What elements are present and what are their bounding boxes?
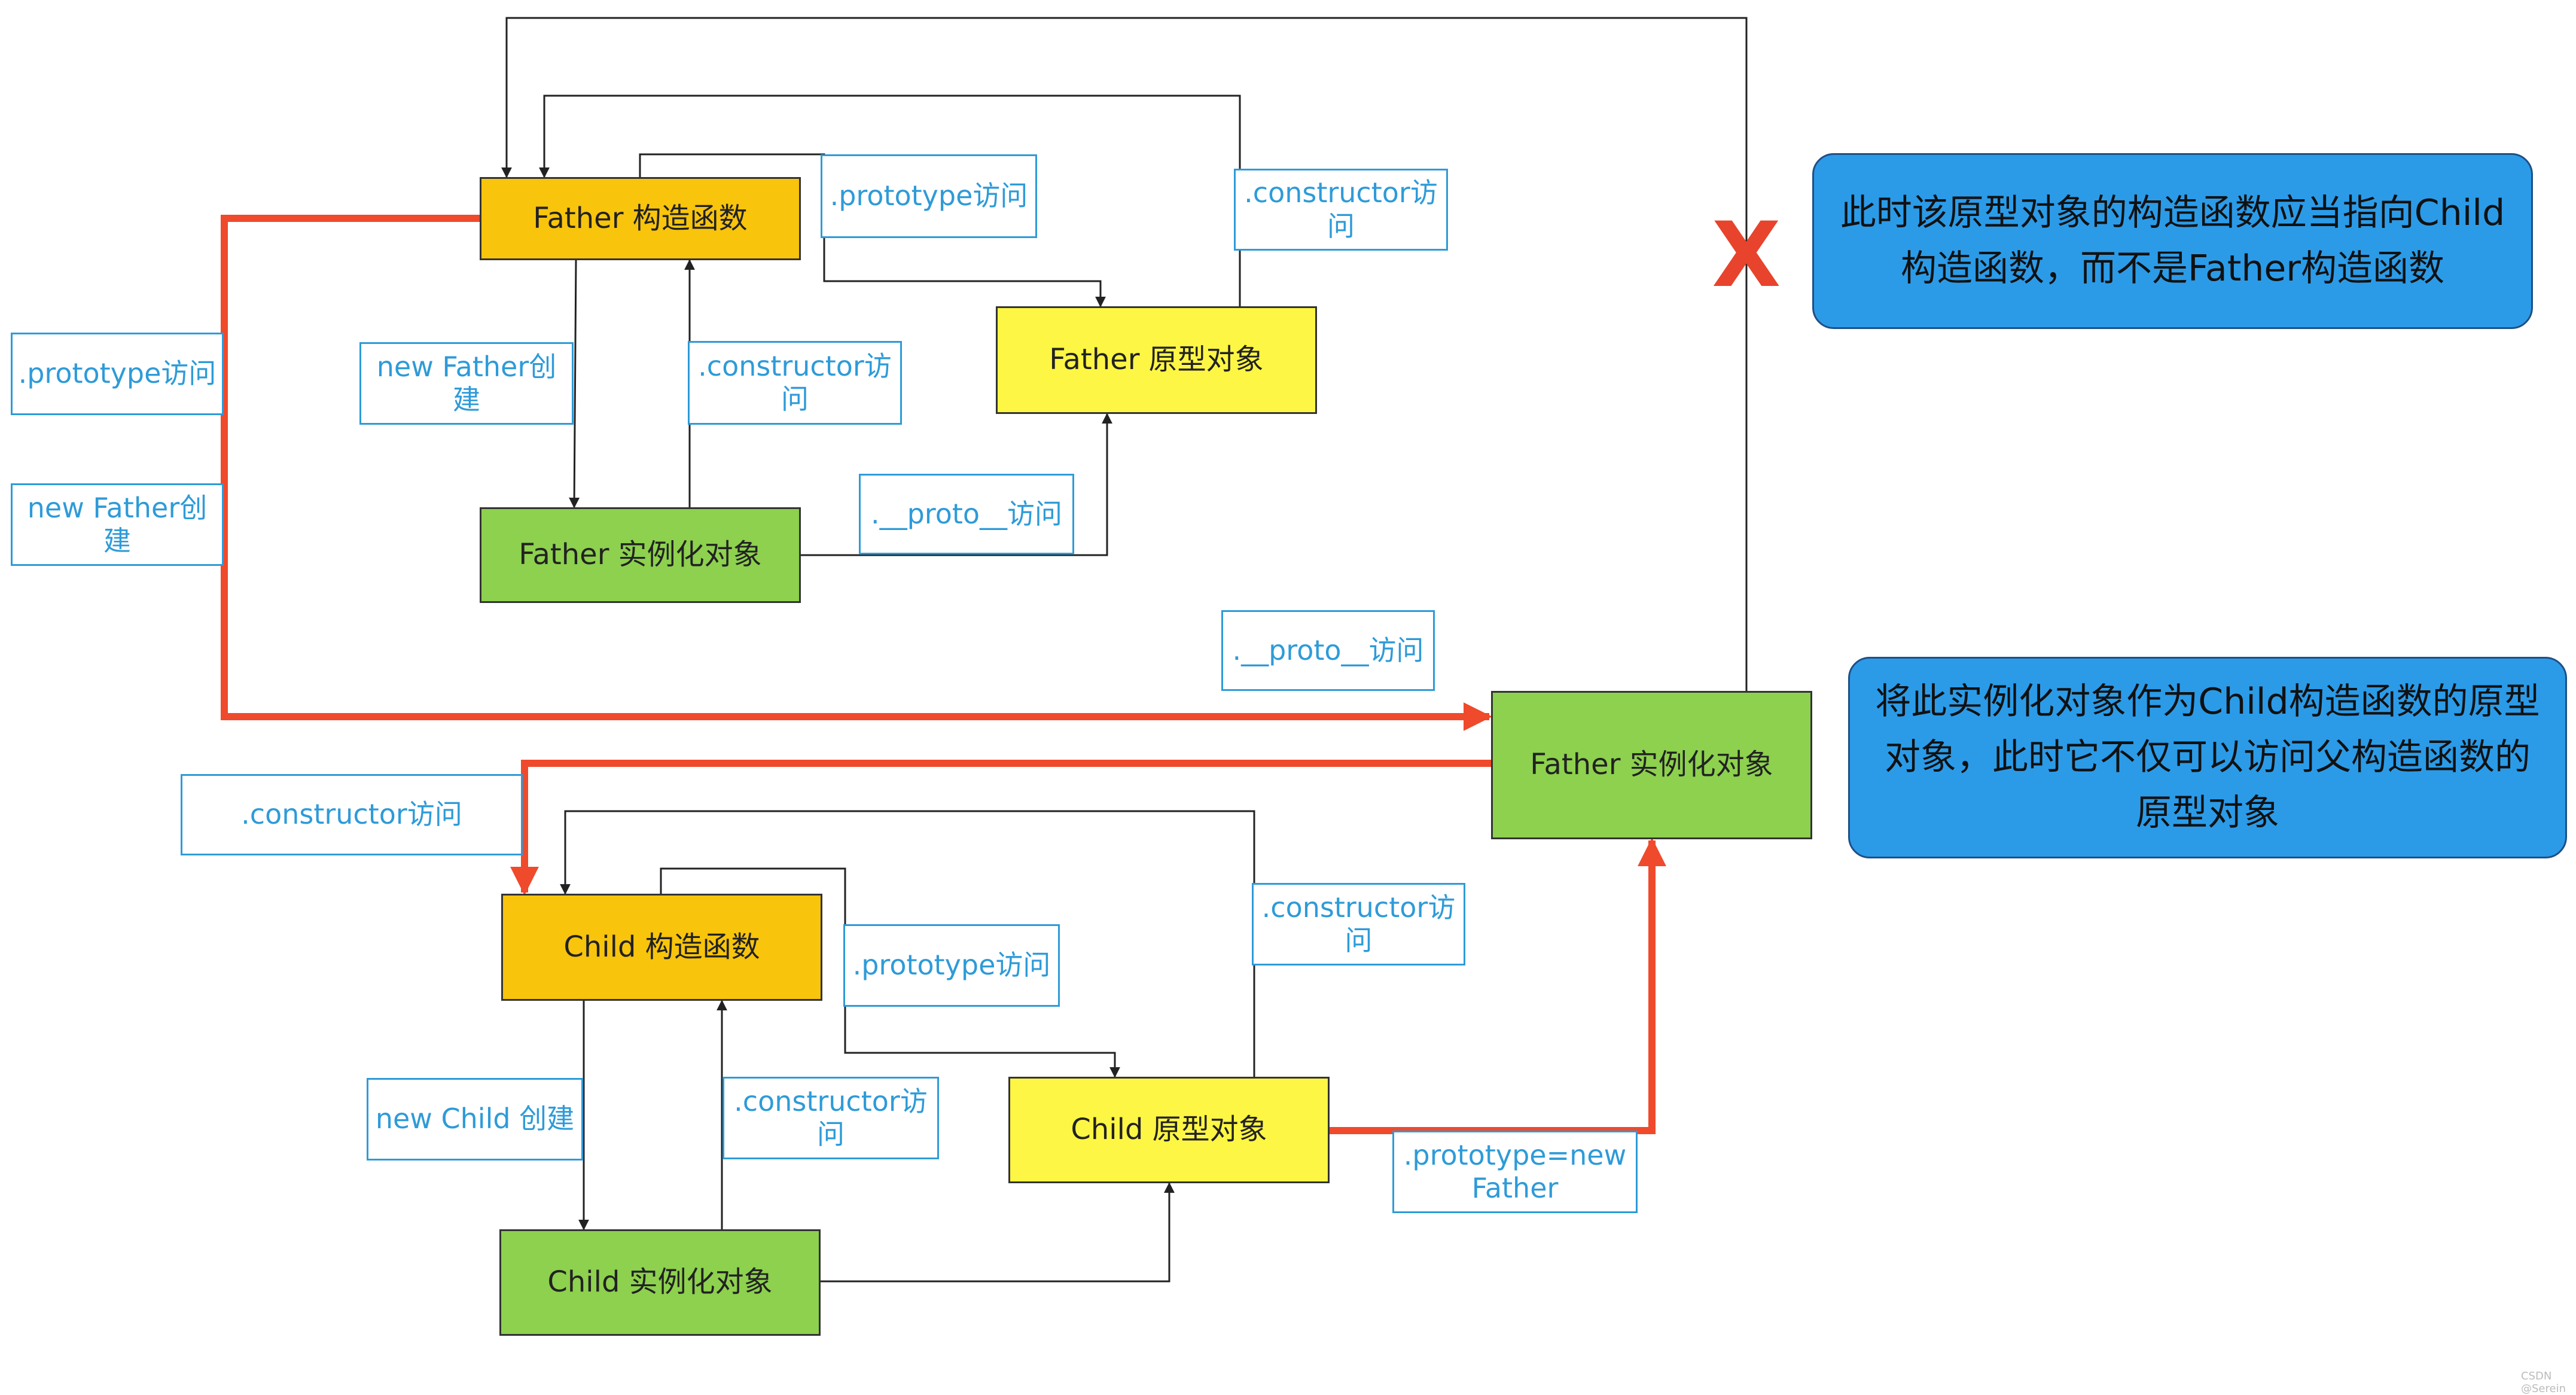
note-bottom: 将此实例化对象作为Child构造函数的原型对象，此时它不仅可以访问父构造函数的原… bbox=[1848, 657, 2567, 858]
father-constructor-box: Father 构造函数 bbox=[480, 177, 801, 260]
label-child-constructor-access-mid: .constructor访问 bbox=[723, 1077, 939, 1159]
child-constructor-box: Child 构造函数 bbox=[501, 894, 822, 1001]
child-prototype-box: Child 原型对象 bbox=[1008, 1077, 1330, 1183]
label-father-constructor-access-right: .constructor访问 bbox=[1234, 169, 1448, 251]
wire-child-instance-proto bbox=[819, 1182, 1175, 1283]
label-left-prototype-access: .prototype访问 bbox=[11, 333, 224, 415]
label-father-new: new Father创建 bbox=[359, 342, 574, 425]
label-child-constructor-access-right: .constructor访问 bbox=[1252, 883, 1465, 965]
cross-mark-icon: X bbox=[1712, 203, 1781, 307]
wire-father-new bbox=[569, 260, 580, 508]
label-middle-proto-access: .__proto__访问 bbox=[1221, 610, 1435, 691]
label-child-prototype-access: .prototype访问 bbox=[843, 924, 1060, 1007]
watermark: CSDN @Serein bbox=[2521, 1370, 2566, 1395]
wire-father-outer-loop bbox=[501, 17, 1748, 691]
wire-father-instance-proto bbox=[800, 413, 1112, 556]
father-prototype-box: Father 原型对象 bbox=[996, 306, 1317, 414]
label-child-prototype-new-father: .prototype=new Father bbox=[1392, 1131, 1638, 1213]
label-child-new: new Child 创建 bbox=[367, 1078, 583, 1161]
child-instance-box: Child 实例化对象 bbox=[499, 1229, 821, 1336]
label-middle-constructor-access: .constructor访问 bbox=[181, 774, 523, 855]
label-father-prototype-access: .prototype访问 bbox=[821, 154, 1037, 238]
note-top: 此时该原型对象的构造函数应当指向Child构造函数，而不是Father构造函数 bbox=[1812, 153, 2533, 329]
label-left-new-father: new Father创建 bbox=[11, 483, 224, 566]
red-arrow-instance-to-child-ctor bbox=[510, 760, 1491, 896]
label-father-proto-access: .__proto__访问 bbox=[859, 474, 1074, 555]
middle-father-instance-box: Father 实例化对象 bbox=[1491, 691, 1812, 839]
label-father-constructor-access-mid: .constructor访问 bbox=[688, 341, 902, 425]
father-instance-box: Father 实例化对象 bbox=[480, 507, 801, 603]
red-arrow-father-ctor-to-instance bbox=[221, 215, 1492, 731]
